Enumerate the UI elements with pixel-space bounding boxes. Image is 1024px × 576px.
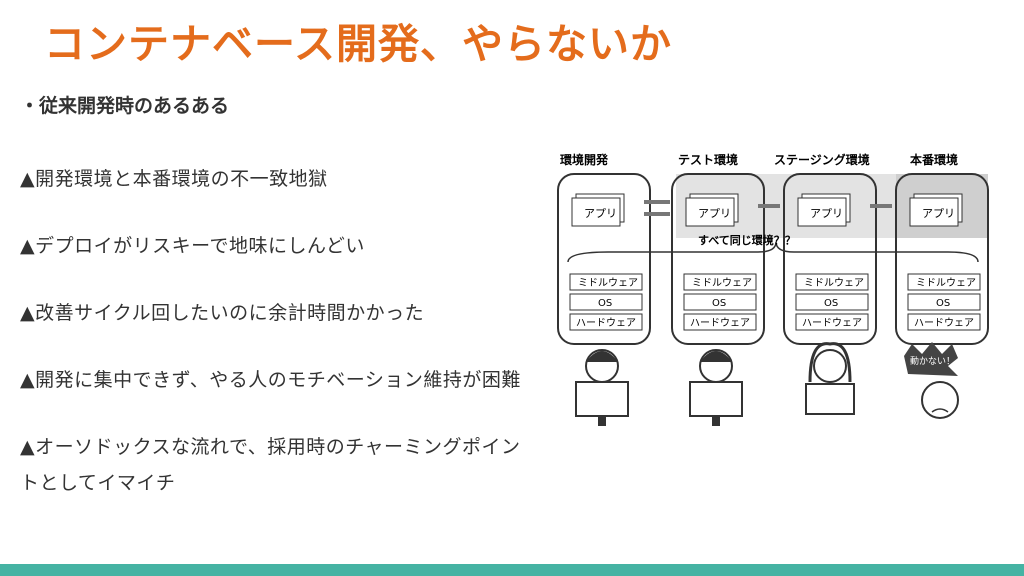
developer-icon [575,349,629,426]
env-label: ステージング環境 [774,152,870,167]
slide-title: コンテナベース開発、やらないか [44,20,672,68]
app-label: アプリ [922,207,955,220]
env-label: テスト環境 [678,152,738,167]
app-doc [909,197,959,227]
env-production: 本番環境 アプリ ミドルウェア OS ハードウェア [895,152,989,345]
layer-hardware: ハードウェア [576,317,636,329]
app-label: アプリ [810,207,843,220]
app-doc [685,197,735,227]
bottom-accent-bar [0,564,1024,576]
section-heading: ・従来開発時のあるある [20,95,230,117]
layer-hardware: ハードウェア [690,317,750,329]
same-env-caption: すべて同じ環境？？ [698,233,796,247]
layer-middleware: ミドルウェア [578,277,638,289]
env-dev: 環境開発 アプリ ミドルウェア OS ハードウェア [557,152,651,345]
app-doc [571,197,621,227]
layer-os: OS [598,298,612,309]
bullet-item: ▲開発環境と本番環境の不一致地獄 [20,168,328,190]
stager-icon [805,342,855,415]
layer-os: OS [824,298,838,309]
bullet-list: ・従来開発時のあるある ▲開発環境と本番環境の不一致地獄 ▲デプロイがリスキーで… [20,92,540,532]
layer-middleware: ミドルウェア [804,277,864,289]
env-label: 本番環境 [910,152,958,167]
layer-os: OS [712,298,726,309]
bullet-item: ▲オーソドックスな流れで、採用時のチャーミングポイントとしてイマイチ [20,436,521,494]
bullet-item: ▲デプロイがリスキーで地味にしんどい [20,235,365,257]
app-doc [797,197,847,227]
tester-icon [689,349,743,426]
app-label: アプリ [698,207,731,220]
brace-icon [567,241,979,263]
layer-hardware: ハードウェア [802,317,862,329]
layer-middleware: ミドルウェア [916,277,976,289]
app-label: アプリ [584,207,617,220]
layer-middleware: ミドルウェア [692,277,752,289]
layer-os: OS [936,298,950,309]
env-test: テスト環境 アプリ ミドルウェア OS ハードウェア [671,152,765,345]
layer-hardware: ハードウェア [914,317,974,329]
bullet-item: ▲改善サイクル回したいのに余計時間かかった [20,302,425,324]
operator-icon: 動かない！ [904,342,959,419]
env-label: 環境開発 [560,152,609,167]
environment-diagram: 環境開発 アプリ ミドルウェア OS ハードウェア テスト環境 アプリ ミドルウ… [548,144,1008,444]
bullet-item: ▲開発に集中できず、やる人のモチベーション維持が困難 [20,369,521,391]
env-staging: ステージング環境 アプリ ミドルウェア OS ハードウェア [774,152,877,345]
bubble-text: 動かない！ [910,356,955,367]
